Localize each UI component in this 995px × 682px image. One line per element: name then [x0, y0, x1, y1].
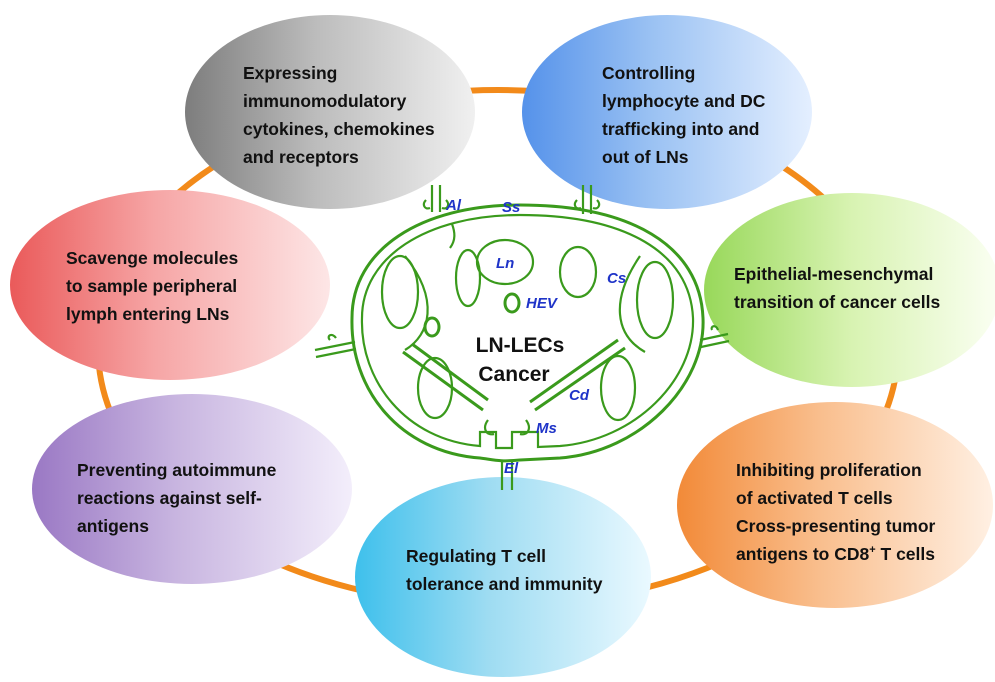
line: Inhibiting proliferation	[736, 460, 922, 480]
ln-outer-capsule	[350, 203, 705, 463]
label-ss: Ss	[502, 199, 520, 216]
line: T cells	[876, 544, 936, 564]
ln-afferent-vessel	[314, 333, 357, 359]
line: trafficking into and	[602, 119, 760, 139]
lymph-node	[314, 185, 730, 490]
text-emt: Epithelial-mesenchymal transition of can…	[734, 264, 940, 312]
ln-follicle	[599, 354, 637, 422]
function-preventing: Preventing autoimmune reactions against …	[32, 394, 352, 584]
center-title: LN-LECs	[476, 334, 565, 357]
ellipse-scavenge	[10, 190, 330, 380]
line: antigens	[77, 516, 149, 536]
text-regulating: Regulating T cell tolerance and immunity	[406, 546, 603, 594]
label-al: Al	[445, 197, 462, 214]
line: Scavenge molecules	[66, 248, 238, 268]
ln-afferent-vessel	[699, 325, 730, 349]
superscript: +	[869, 544, 875, 556]
function-scavenge: Scavenge molecules to sample peripheral …	[10, 190, 330, 380]
line: cytokines, chemokines	[243, 119, 435, 139]
label-cs: Cs	[607, 270, 626, 287]
line: lymph entering LNs	[66, 304, 230, 324]
line: and receptors	[243, 147, 359, 167]
line: antigens to CD8	[736, 544, 869, 564]
line: Controlling	[602, 63, 695, 83]
ellipse-inhibiting	[677, 402, 993, 608]
line: Epithelial-mesenchymal	[734, 264, 933, 284]
ln-inner-capsule	[360, 213, 695, 450]
label-ms: Ms	[536, 420, 557, 437]
function-regulating: Regulating T cell tolerance and immunity	[355, 477, 651, 677]
ln-trabecula	[618, 255, 646, 353]
line: of activated T cells	[736, 488, 893, 508]
ln-afferent-vessel	[573, 185, 601, 214]
label-ln: Ln	[496, 255, 514, 272]
line: immunomodulatory	[243, 91, 407, 111]
label-cd: Cd	[569, 387, 590, 404]
ln-follicle	[635, 260, 675, 340]
ellipse-emt	[704, 193, 995, 387]
center-subtitle: Cancer	[478, 363, 549, 386]
text-inhibiting: Inhibiting proliferation of activated T …	[736, 460, 940, 564]
ellipse-preventing	[32, 394, 352, 584]
label-el: El	[504, 460, 519, 477]
line: tolerance and immunity	[406, 574, 603, 594]
ln-hev	[503, 292, 521, 314]
ln-afferent-vessel	[422, 185, 450, 212]
ellipse-regulating	[355, 477, 651, 677]
line: Preventing autoimmune	[77, 460, 277, 480]
ellipse-controlling	[522, 15, 812, 209]
ln-hev	[423, 316, 441, 338]
text-controlling: Controlling lymphocyte and DC traffickin…	[602, 63, 770, 167]
line: Expressing	[243, 63, 337, 83]
text-expressing: Expressing immunomodulatory cytokines, c…	[243, 63, 440, 167]
ln-medullary-cord	[529, 338, 619, 404]
text-preventing: Preventing autoimmune reactions against …	[77, 460, 281, 536]
line: transition of cancer cells	[734, 292, 940, 312]
function-inhibiting: Inhibiting proliferation of activated T …	[677, 402, 993, 608]
function-controlling: Controlling lymphocyte and DC traffickin…	[522, 15, 812, 209]
line: Regulating T cell	[406, 546, 546, 566]
function-expressing: Expressing immunomodulatory cytokines, c…	[185, 15, 475, 209]
ln-medullary-cord	[402, 350, 484, 412]
label-hev: HEV	[526, 295, 559, 312]
ellipse-expressing	[185, 15, 475, 209]
line: reactions against self-	[77, 488, 262, 508]
ln-efferent-vessel	[500, 460, 514, 490]
ln-follicle	[416, 356, 454, 420]
ln-efferent-valve	[484, 419, 530, 436]
ln-follicle	[454, 248, 482, 308]
line: Cross-presenting tumor	[736, 516, 936, 536]
text-scavenge: Scavenge molecules to sample peripheral …	[66, 248, 243, 324]
ln-follicle	[558, 245, 598, 299]
line: lymphocyte and DC	[602, 91, 766, 111]
function-emt: Epithelial-mesenchymal transition of can…	[704, 193, 995, 387]
line: out of LNs	[602, 147, 689, 167]
ln-trabecula	[449, 223, 456, 249]
line: to sample peripheral	[66, 276, 237, 296]
ln-follicle	[380, 254, 420, 330]
